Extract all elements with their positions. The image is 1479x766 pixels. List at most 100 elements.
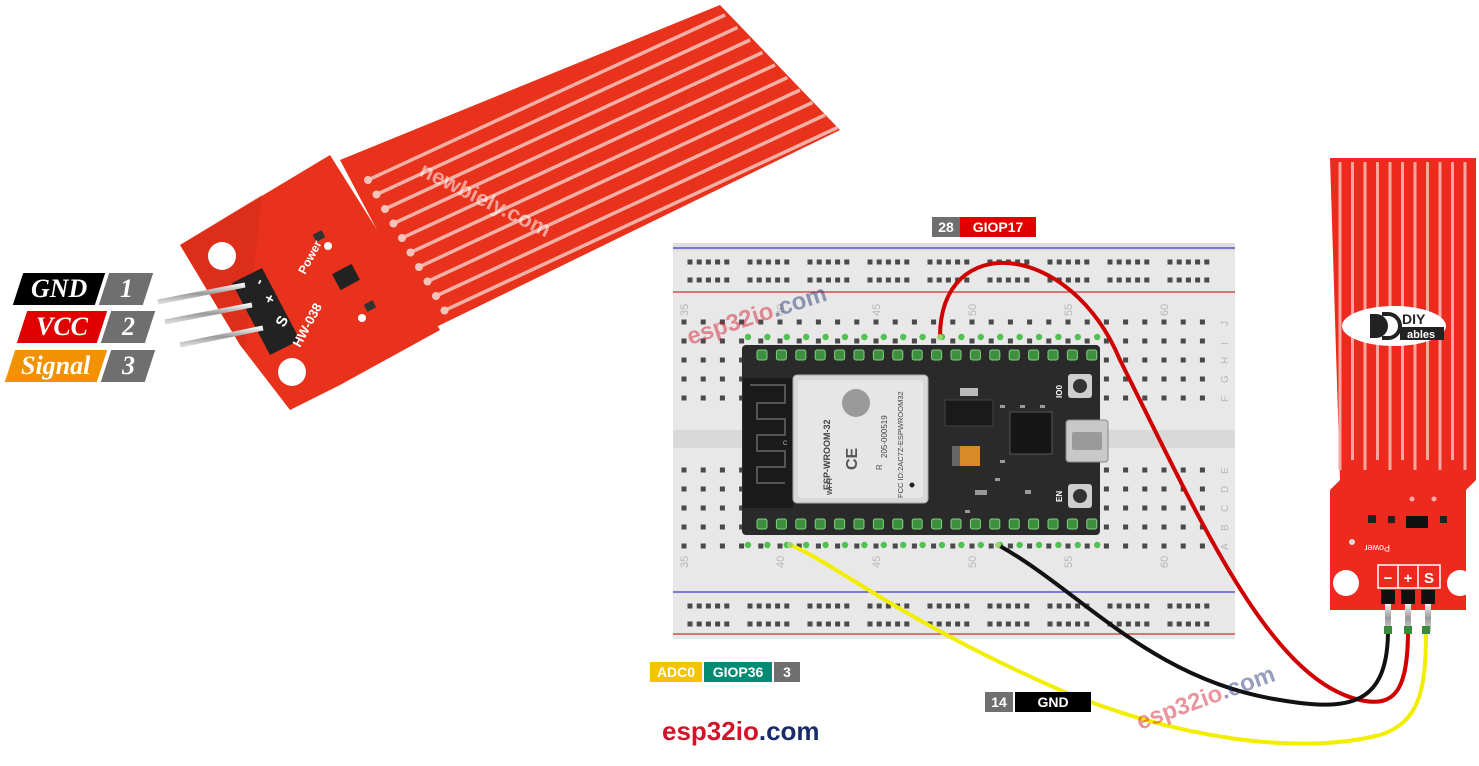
ce-mark: CE (844, 447, 861, 470)
breadboard-hole (807, 259, 813, 265)
mounting-hole (208, 242, 236, 270)
breadboard-hole (1075, 277, 1081, 283)
breadboard-hole (719, 319, 725, 325)
breadboard-hole (892, 338, 898, 344)
breadboard-hole (807, 621, 813, 627)
breadboard-hole (1027, 338, 1033, 344)
breadboard-hole (739, 543, 745, 549)
breadboard-hole (911, 543, 917, 549)
breadboard-hole (1167, 277, 1173, 283)
esp32-pin-hole (1055, 541, 1062, 549)
esp32-pin-pad (756, 518, 768, 530)
breadboard-hole (1084, 621, 1090, 627)
esp32-pin-pad (834, 518, 846, 530)
wire-connectors (1384, 626, 1430, 634)
esp32-pin-hole (997, 333, 1004, 341)
breadboard-hole (945, 603, 951, 609)
esp32-pin-pad (1008, 518, 1020, 530)
breadboard-hole (681, 319, 687, 325)
breadboard-hole (876, 277, 882, 283)
breadboard-hole (844, 277, 850, 283)
tag-adc0-adc: ADC0 (650, 662, 702, 682)
breadboard-hole (950, 543, 956, 549)
breadboard-hole (1046, 319, 1052, 325)
breadboard-hole (955, 259, 961, 265)
tag-giop17: 28 GIOP17 (932, 217, 1036, 237)
breadboard-hole (1103, 486, 1109, 492)
breadboard-hole (945, 621, 951, 627)
module-name: ESP-WROOM-32 (822, 419, 832, 490)
breadboard-hole (687, 277, 693, 283)
breadboard-hole (945, 259, 951, 265)
esp32-pin-pad (911, 349, 923, 361)
breadboard-hole (719, 486, 725, 492)
breadboard-hole (835, 259, 841, 265)
mounting-hole (278, 358, 306, 386)
breadboard-hole (807, 603, 813, 609)
breadboard-hole (1204, 259, 1210, 265)
esp32-pin-pad (1066, 518, 1078, 530)
breadboard-hole (700, 357, 706, 363)
breadboard-hole (1180, 376, 1186, 382)
pin-label-vcc: VCC 2 (16, 311, 156, 343)
breadboard-hole (758, 543, 764, 549)
breadboard-hole (796, 338, 802, 344)
breadboard-hole (1199, 376, 1205, 382)
esp32-pin-hole (880, 333, 887, 341)
esp32-pin-pad (950, 349, 962, 361)
breadboard-hole (1144, 259, 1150, 265)
breadboard-hole (1103, 543, 1109, 549)
breadboard-hole (681, 376, 687, 382)
esp32-pin-pad (756, 349, 768, 361)
breadboard-hole (1204, 603, 1210, 609)
breadboard-hole (719, 467, 725, 473)
breadboard-hole (931, 338, 937, 344)
breadboard-hole (1125, 259, 1131, 265)
row-letter: B (1220, 524, 1231, 531)
column-number: 45 (871, 556, 883, 568)
breadboard-hole (1199, 338, 1205, 344)
breadboard-hole (724, 259, 730, 265)
breadboard-hole (1161, 543, 1167, 549)
breadboard-hole (1065, 603, 1071, 609)
esp32-pin-hole (744, 541, 752, 549)
tag-adc0: ADC0 GIOP36 3 (650, 662, 800, 682)
esp32-pin-hole (958, 333, 965, 341)
breadboard-hole (854, 543, 860, 549)
breadboard-hole (931, 319, 937, 325)
trace-pad (423, 277, 432, 286)
esp32-pin-hole (1094, 541, 1101, 549)
trace-line (409, 75, 789, 255)
breadboard-hole (775, 603, 781, 609)
trace-pad (398, 234, 406, 242)
breadboard-hole (927, 277, 933, 283)
breadboard-hole (1007, 338, 1013, 344)
breadboard-hole (867, 259, 873, 265)
breadboard-hole (1084, 259, 1090, 265)
esp32-pin-hole (822, 333, 829, 341)
breadboard-hole (1125, 621, 1131, 627)
trace-line (384, 38, 751, 211)
vcc-wire (938, 260, 1410, 704)
breadboard-hole (1142, 376, 1148, 382)
breadboard-hole (705, 277, 711, 283)
breadboard-hole (1065, 338, 1071, 344)
breadboard-hole (1005, 277, 1011, 283)
esp32-pin-pad (814, 349, 826, 361)
signal-wire (788, 543, 1428, 746)
breadboard-hole (1135, 603, 1141, 609)
breadboard-hole (681, 543, 687, 549)
breadboard-hole (784, 259, 790, 265)
trace-pad (389, 219, 398, 228)
esp32-devkit: C ESP-WROOM-32 FCC ID:2AC7Z-ESPWROOM32 2… (742, 333, 1109, 549)
breadboard-hole (996, 621, 1002, 627)
io0-label: IO0 (1055, 385, 1064, 398)
breadboard-hole (1047, 259, 1053, 265)
breadboard-hole (696, 621, 702, 627)
usb-uart-chip (1009, 411, 1053, 455)
pin-name-signal: Signal (4, 350, 108, 382)
breadboard-hole (876, 603, 882, 609)
breadboard-hole (825, 259, 831, 265)
column-number: 60 (1159, 556, 1171, 568)
